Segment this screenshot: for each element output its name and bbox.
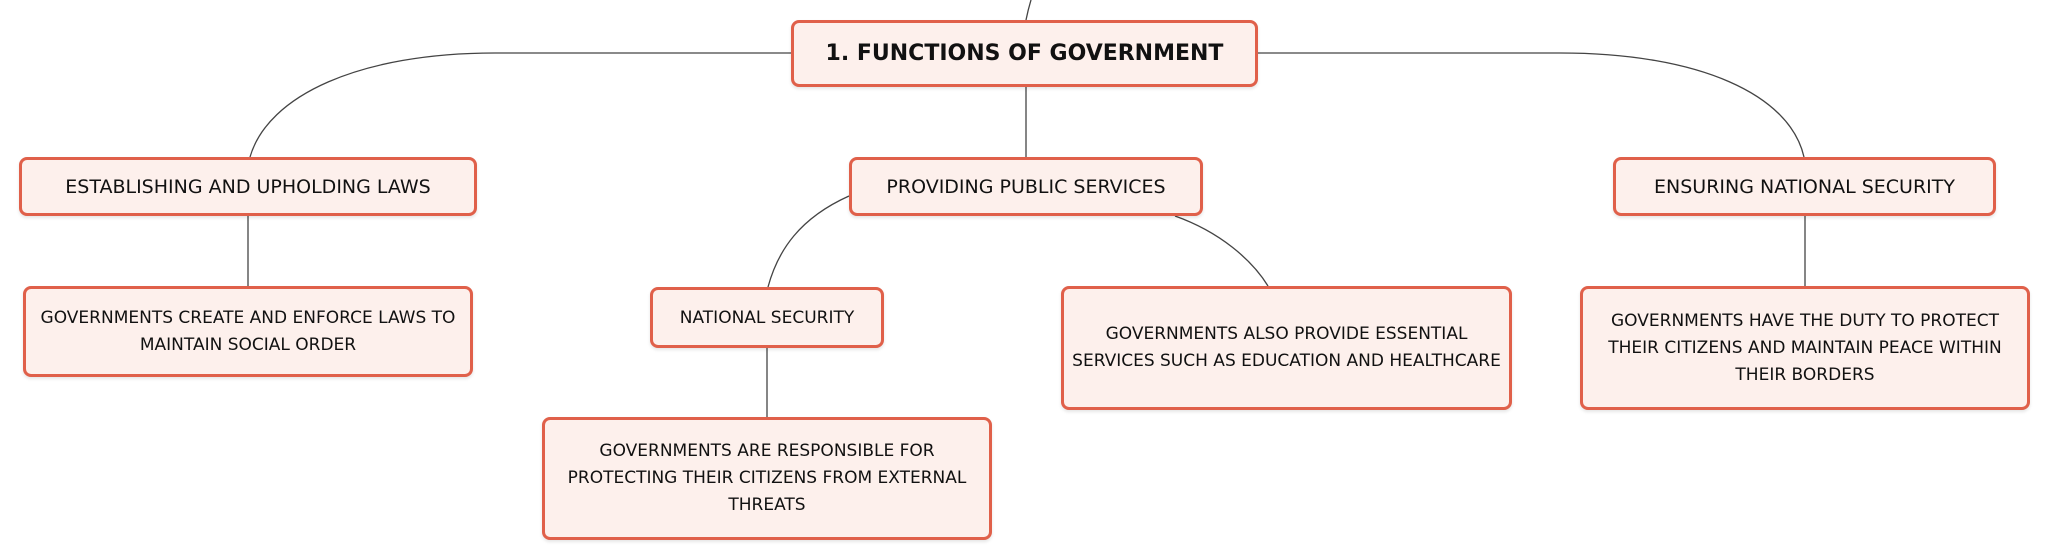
- connector-public-to-essential: [1174, 215, 1269, 287]
- topic-public-services[interactable]: PROVIDING PUBLIC SERVICES: [849, 157, 1203, 216]
- subtopic-essential-services-label: GOVERNMENTS ALSO PROVIDE ESSENTIAL SERVI…: [1072, 324, 1501, 371]
- connector-root-to-laws: [249, 52, 791, 158]
- root-node-label: 1. FUNCTIONS OF GOVERNMENT: [825, 41, 1224, 66]
- subtopic-national-security-label: NATIONAL SECURITY: [679, 307, 855, 328]
- connector-parent-to-root: [1025, 0, 1032, 21]
- subtopic-protect-citizens[interactable]: GOVERNMENTS HAVE THE DUTY TO PROTECT THE…: [1580, 286, 2030, 410]
- topic-national-security-label: ENSURING NATIONAL SECURITY: [1654, 175, 1955, 198]
- subtopic-essential-services[interactable]: GOVERNMENTS ALSO PROVIDE ESSENTIAL SERVI…: [1061, 286, 1512, 410]
- subtopic-protect-citizens-label: GOVERNMENTS HAVE THE DUTY TO PROTECT THE…: [1608, 310, 2002, 385]
- subtopic-external-threats-label: GOVERNMENTS ARE RESPONSIBLE FOR PROTECTI…: [567, 441, 967, 515]
- connector-public-to-natsec: [767, 195, 850, 288]
- subtopic-laws-description-label: GOVERNMENTS CREATE AND ENFORCE LAWS TO M…: [40, 307, 456, 355]
- subtopic-laws-description[interactable]: GOVERNMENTS CREATE AND ENFORCE LAWS TO M…: [23, 286, 473, 377]
- subtopic-external-threats[interactable]: GOVERNMENTS ARE RESPONSIBLE FOR PROTECTI…: [542, 417, 992, 540]
- root-node[interactable]: 1. FUNCTIONS OF GOVERNMENT: [791, 20, 1258, 87]
- topic-public-services-label: PROVIDING PUBLIC SERVICES: [886, 175, 1166, 198]
- connector-root-to-security: [1258, 52, 1805, 158]
- subtopic-national-security[interactable]: NATIONAL SECURITY: [650, 287, 884, 348]
- topic-establishing-laws[interactable]: ESTABLISHING AND UPHOLDING LAWS: [19, 157, 477, 216]
- topic-national-security[interactable]: ENSURING NATIONAL SECURITY: [1613, 157, 1996, 216]
- topic-establishing-laws-label: ESTABLISHING AND UPHOLDING LAWS: [65, 175, 431, 198]
